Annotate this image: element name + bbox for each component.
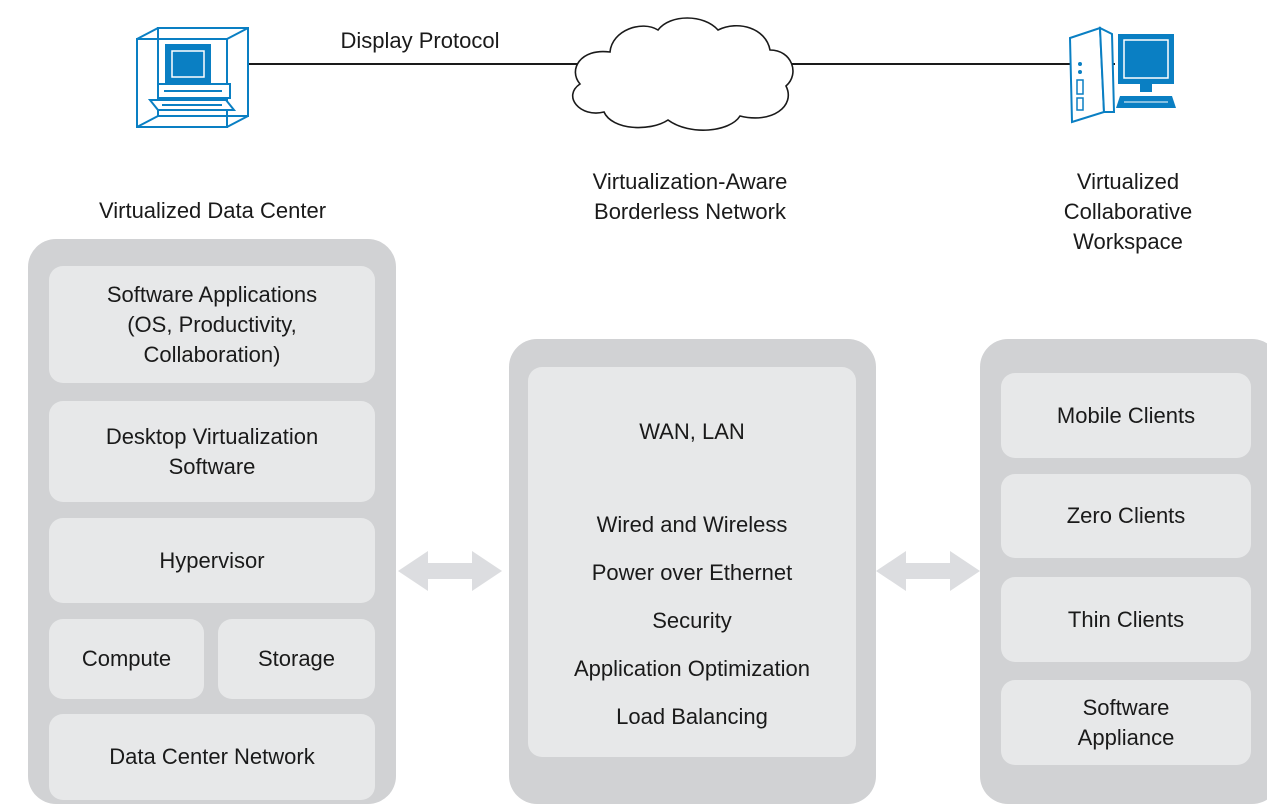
data-center-heading: Virtualized Data Center bbox=[98, 198, 327, 223]
workspace-heading: Virtualized Collaborative Workspace bbox=[1063, 169, 1193, 254]
data-center-network-box: Data Center Network bbox=[49, 714, 375, 800]
network-feature-item: Application Optimization bbox=[573, 656, 810, 681]
workstation-icon bbox=[1068, 26, 1176, 124]
double-arrow-icon bbox=[398, 551, 502, 591]
compute-box: Compute bbox=[49, 619, 204, 699]
storage-box: Storage bbox=[218, 619, 375, 699]
virtual-desktop-icon bbox=[136, 27, 249, 128]
mobile-clients-box: Mobile Clients bbox=[1001, 373, 1251, 458]
hypervisor-box: Hypervisor bbox=[49, 518, 375, 603]
network-features-list: Wired and Wireless Power over Ethernet S… bbox=[528, 510, 856, 750]
display-protocol-label: Display Protocol bbox=[340, 28, 500, 53]
zero-clients-box: Zero Clients bbox=[1001, 474, 1251, 558]
network-feature-item: Wired and Wireless bbox=[596, 512, 788, 537]
double-arrow-icon bbox=[876, 551, 980, 591]
desktop-virtualization-box: Desktop Virtualization Software bbox=[49, 401, 375, 502]
network-feature-item: Security bbox=[652, 608, 732, 633]
thin-clients-box: Thin Clients bbox=[1001, 577, 1251, 662]
network-feature-item: Power over Ethernet bbox=[591, 560, 793, 585]
software-appliance-box: Software Appliance bbox=[1001, 680, 1251, 765]
network-feature-item: Load Balancing bbox=[616, 704, 768, 729]
cloud-icon bbox=[572, 17, 794, 131]
wan-lan-label: WAN, LAN bbox=[639, 419, 745, 444]
software-applications-box: Software Applications (OS, Productivity,… bbox=[49, 266, 375, 383]
network-heading: Virtualization-Aware Borderless Network bbox=[592, 169, 788, 224]
network-inner-box: WAN, LAN Wired and Wireless Power over E… bbox=[528, 367, 856, 757]
